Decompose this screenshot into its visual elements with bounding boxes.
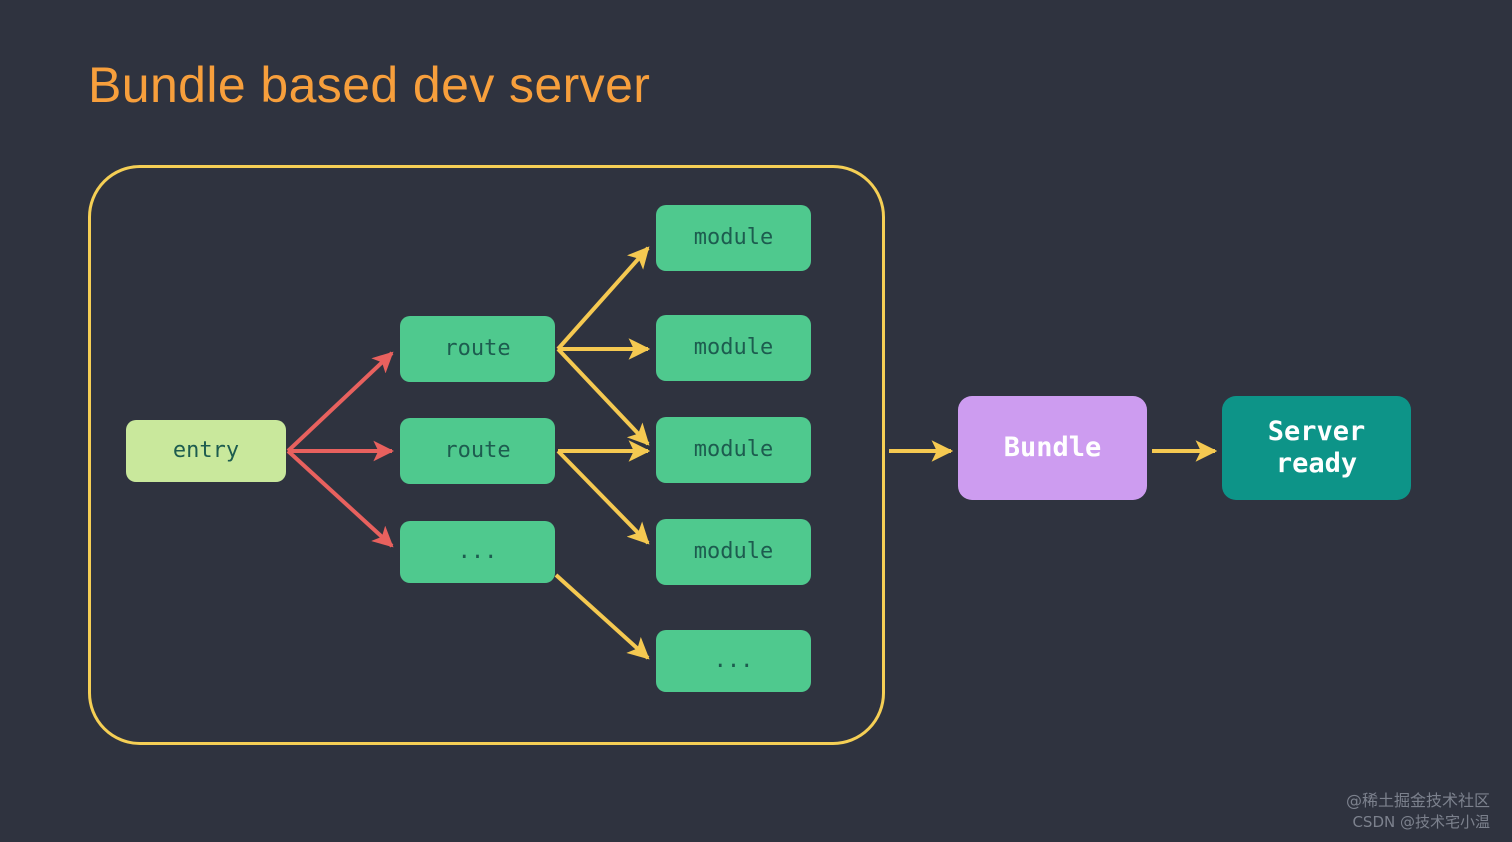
watermark-line-1: @稀土掘金技术社区	[1345, 791, 1490, 811]
node-server-ready[interactable]: Server ready	[1222, 396, 1411, 500]
page-title: Bundle based dev server	[88, 57, 651, 113]
watermark: @稀土掘金技术社区 CSDN @技术宅小温	[1346, 790, 1490, 832]
node-route-2[interactable]: route	[400, 418, 555, 484]
bundling-graph-boundary	[88, 165, 885, 745]
node-module-3[interactable]: module	[656, 417, 811, 483]
node-entry[interactable]: entry	[126, 420, 286, 482]
node-route-1[interactable]: route	[400, 316, 555, 382]
node-module-ellipsis[interactable]: ...	[656, 630, 811, 692]
node-module-1[interactable]: module	[656, 205, 811, 271]
node-route-ellipsis[interactable]: ...	[400, 521, 555, 583]
watermark-line-2: CSDN @技术宅小温	[1352, 812, 1490, 831]
node-module-4[interactable]: module	[656, 519, 811, 585]
node-module-2[interactable]: module	[656, 315, 811, 381]
node-bundle[interactable]: Bundle	[958, 396, 1147, 500]
